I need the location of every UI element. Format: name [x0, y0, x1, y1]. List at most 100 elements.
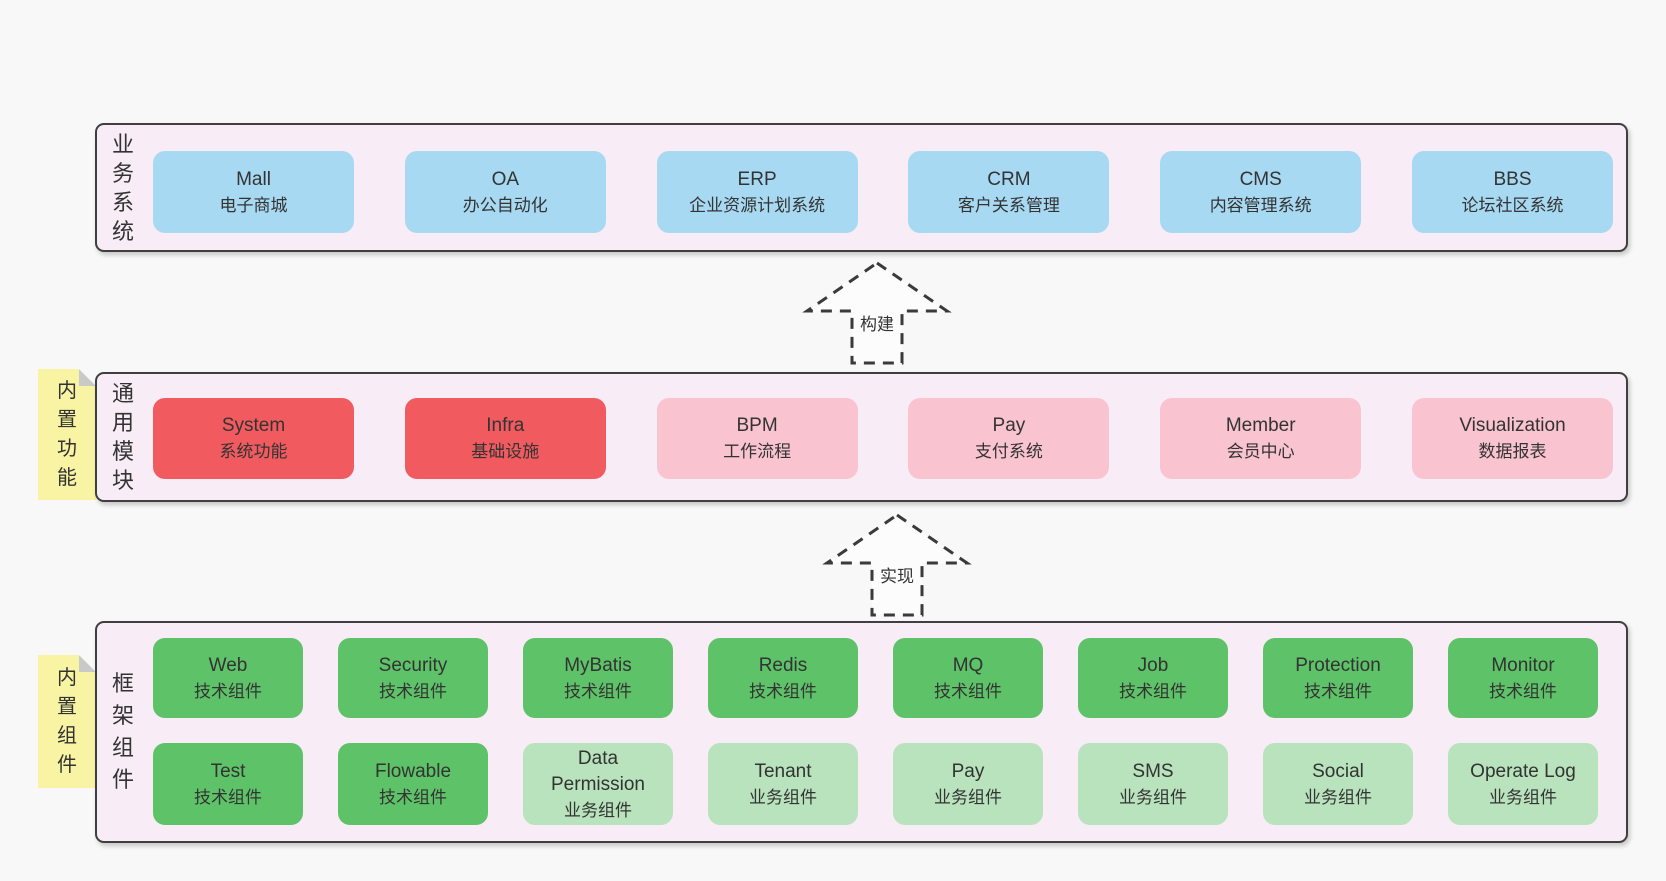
box-title: Pay — [951, 760, 985, 782]
band-framework-components: 框架组件 Web 技术组件 Security 技术组件 MyBatis 技术组件… — [95, 621, 1628, 843]
box-title: Social — [1312, 760, 1364, 782]
folded-corner-icon — [79, 369, 96, 386]
box-title: CMS — [1239, 168, 1282, 190]
box-title: MyBatis — [564, 654, 632, 676]
box-row: Test 技术组件 Flowable 技术组件 Data Permission … — [153, 743, 1598, 825]
box-subtitle: 工作流程 — [723, 442, 792, 461]
component-box: Visualization 数据报表 — [1411, 398, 1613, 479]
component-box: Infra 基础设施 — [404, 398, 606, 479]
box-subtitle: 内容管理系统 — [1209, 195, 1312, 215]
box-title: Flowable — [374, 760, 452, 782]
box-title: Operate Log — [1470, 760, 1576, 782]
component-box: MyBatis 技术组件 — [523, 638, 673, 718]
box-title: Pay — [992, 415, 1026, 436]
box-title: Member — [1225, 415, 1296, 436]
box-title: CRM — [987, 168, 1031, 190]
box-subtitle: 论坛社区系统 — [1461, 195, 1564, 215]
box-title: BPM — [736, 415, 778, 436]
component-box: Security 技术组件 — [338, 638, 488, 718]
arrow-label: 实现 — [880, 567, 914, 586]
box-title: ERP — [737, 168, 777, 190]
box-subtitle: 技术组件 — [1489, 681, 1557, 701]
arrow-label: 构建 — [860, 315, 894, 334]
folded-corner-icon — [79, 655, 96, 672]
box-subtitle: 业务组件 — [1489, 787, 1557, 807]
component-box: BPM 工作流程 — [656, 398, 858, 479]
box-subtitle: 业务组件 — [749, 787, 817, 807]
component-box: BBS 论坛社区系统 — [1411, 151, 1613, 233]
component-box: ERP 企业资源计划系统 — [656, 151, 858, 233]
sticky-note-built-in-features: 内置功能 — [38, 369, 96, 500]
box-subtitle: 支付系统 — [974, 442, 1043, 461]
sticky-note-built-in-components: 内置组件 — [38, 655, 96, 788]
component-box: Pay 支付系统 — [908, 398, 1110, 479]
box-title: Security — [378, 654, 448, 676]
component-box: Social 业务组件 — [1263, 743, 1413, 825]
component-box: Member 会员中心 — [1160, 398, 1362, 479]
box-subtitle: 数据报表 — [1478, 442, 1547, 461]
component-box: MQ 技术组件 — [893, 638, 1043, 718]
component-box: Operate Log 业务组件 — [1448, 743, 1598, 825]
box-title: Monitor — [1491, 654, 1555, 676]
box-subtitle: 业务组件 — [1119, 787, 1187, 807]
build-arrow: 构建 — [802, 261, 952, 365]
box-subtitle: 业务组件 — [564, 800, 632, 820]
box-title: Job — [1137, 654, 1169, 676]
box-title: Infra — [486, 415, 525, 436]
implement-arrow: 实现 — [822, 513, 972, 617]
box-subtitle: 业务组件 — [1304, 787, 1372, 807]
sticky-note-label: 内置功能 — [57, 379, 77, 489]
box-subtitle: 电子商城 — [219, 195, 288, 215]
box-title: Web — [208, 654, 248, 676]
component-box: Mall 电子商城 — [153, 151, 354, 233]
box-subtitle: 技术组件 — [1119, 681, 1187, 701]
dashed-up-arrow-icon — [802, 261, 952, 365]
component-box: Flowable 技术组件 — [338, 743, 488, 825]
band-title: 框架组件 — [111, 671, 134, 792]
box-title: Tenant — [754, 760, 812, 782]
component-box: Monitor 技术组件 — [1448, 638, 1598, 718]
box-title: Redis — [758, 654, 808, 676]
component-box: Protection 技术组件 — [1263, 638, 1413, 718]
box-subtitle: 技术组件 — [1304, 681, 1372, 701]
dashed-up-arrow-icon — [822, 513, 972, 617]
box-title: Data Permission — [551, 747, 645, 795]
component-box: CMS 内容管理系统 — [1160, 151, 1362, 233]
box-title: Protection — [1295, 654, 1381, 676]
component-box: CRM 客户关系管理 — [908, 151, 1110, 233]
component-box: Redis 技术组件 — [708, 638, 858, 718]
box-subtitle: 企业资源计划系统 — [689, 195, 826, 215]
component-box: Tenant 业务组件 — [708, 743, 858, 825]
component-box: Job 技术组件 — [1078, 638, 1228, 718]
box-subtitle: 系统功能 — [219, 442, 288, 461]
box-title: System — [221, 415, 286, 436]
box-subtitle: 技术组件 — [379, 681, 447, 701]
box-subtitle: 办公自动化 — [462, 195, 548, 215]
box-title: MQ — [952, 654, 984, 676]
box-subtitle: 技术组件 — [194, 787, 262, 807]
box-subtitle: 会员中心 — [1226, 442, 1295, 461]
box-row: Mall 电子商城 OA 办公自动化 ERP 企业资源计划系统 CRM 客户关系… — [153, 151, 1613, 233]
band-common-modules: 通用模块 System 系统功能 Infra 基础设施 BPM 工作流程 Pay… — [95, 372, 1628, 502]
box-title: Test — [210, 760, 246, 782]
component-box: Test 技术组件 — [153, 743, 303, 825]
component-box: Pay 业务组件 — [893, 743, 1043, 825]
box-title: Mall — [236, 168, 271, 190]
box-title: SMS — [1132, 760, 1174, 782]
box-row: System 系统功能 Infra 基础设施 BPM 工作流程 Pay 支付系统… — [153, 398, 1613, 479]
component-box: SMS 业务组件 — [1078, 743, 1228, 825]
box-row: Web 技术组件 Security 技术组件 MyBatis 技术组件 Redi… — [153, 638, 1598, 718]
box-title: OA — [491, 168, 520, 190]
sticky-note-label: 内置组件 — [57, 666, 77, 776]
component-box: OA 办公自动化 — [404, 151, 606, 233]
band-title: 业务系统 — [111, 131, 134, 244]
box-subtitle: 业务组件 — [934, 787, 1002, 807]
box-subtitle: 技术组件 — [564, 681, 632, 701]
band-business-systems: 业务系统 Mall 电子商城 OA 办公自动化 ERP 企业资源计划系统 CRM… — [95, 123, 1628, 252]
box-subtitle: 技术组件 — [194, 681, 262, 701]
box-subtitle: 客户关系管理 — [957, 195, 1060, 215]
box-subtitle: 基础设施 — [471, 442, 540, 461]
component-box: Web 技术组件 — [153, 638, 303, 718]
box-subtitle: 技术组件 — [749, 681, 817, 701]
box-subtitle: 技术组件 — [934, 681, 1002, 701]
